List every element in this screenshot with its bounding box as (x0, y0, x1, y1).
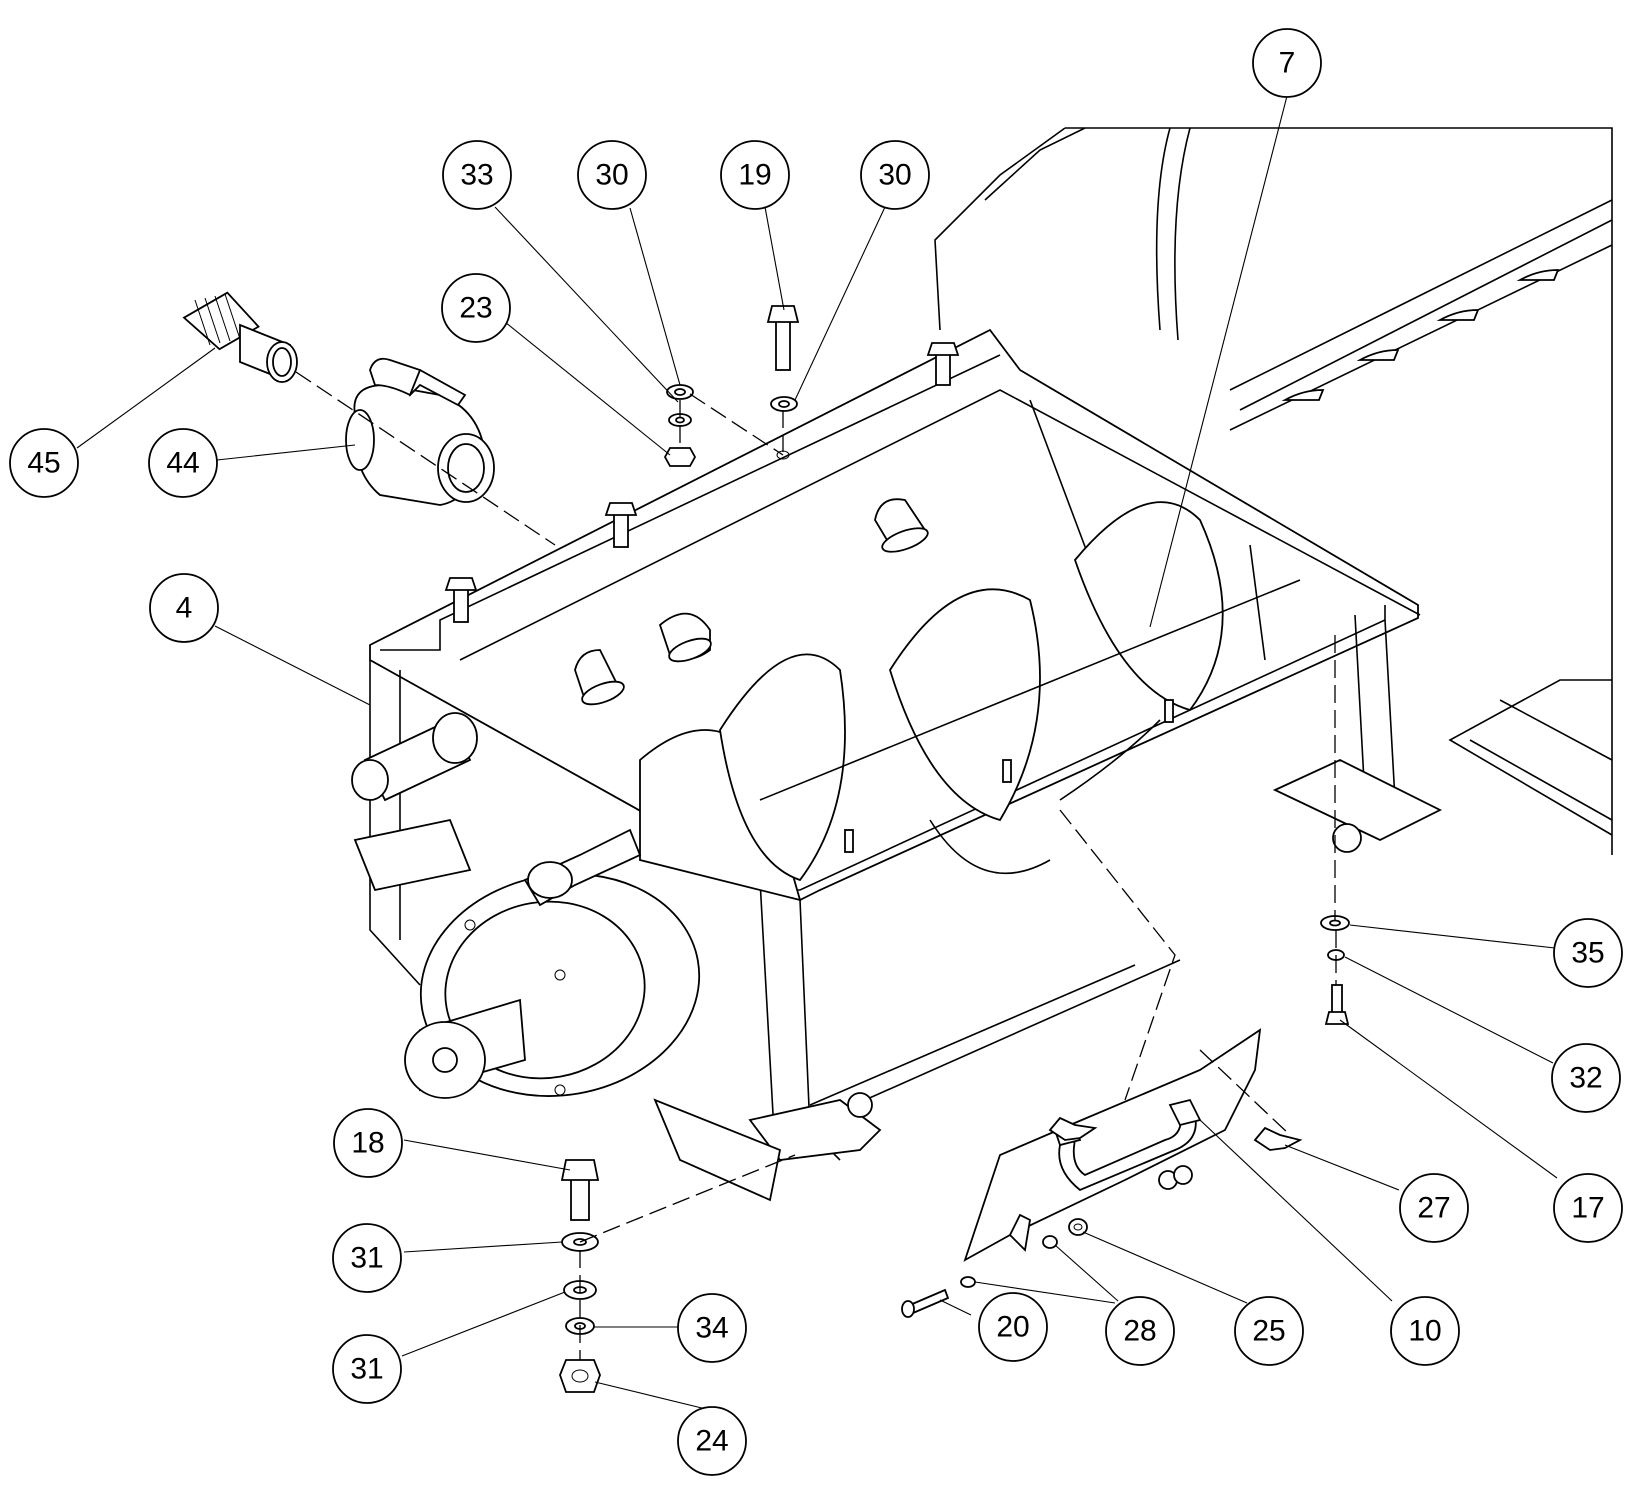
nut-24 (559, 1359, 601, 1393)
callout-7: 7 (1252, 28, 1322, 98)
washer-28 (960, 1276, 976, 1288)
svg-text:44: 44 (166, 447, 199, 480)
auger-flights (639, 501, 1301, 902)
svg-text:34: 34 (695, 1312, 728, 1345)
callout-4: 4 (149, 573, 219, 643)
callout-20: 20 (978, 1292, 1048, 1362)
svg-text:19: 19 (738, 159, 771, 192)
callout-19: 19 (720, 140, 790, 210)
shaft-stub (351, 712, 478, 802)
callout-32: 32 (1551, 1043, 1621, 1113)
callout-10: 10 (1390, 1296, 1460, 1366)
callout-25: 25 (1234, 1296, 1304, 1366)
svg-text:27: 27 (1417, 1192, 1450, 1225)
leader-lines (76, 95, 1558, 1411)
svg-text:31: 31 (350, 1242, 383, 1275)
wing-nut-cover (1048, 1116, 1098, 1141)
hose-barb (182, 291, 298, 383)
callout-45: 45 (9, 428, 79, 498)
svg-text:28: 28 (1123, 1315, 1156, 1348)
callout-33: 33 (442, 140, 512, 210)
callout-35: 35 (1553, 918, 1623, 988)
callouts: 7 33 30 19 30 23 45 44 (9, 28, 1623, 1476)
callout-23: 23 (441, 273, 511, 343)
callout-44: 44 (148, 428, 218, 498)
callout-31-upper: 31 (332, 1223, 402, 1293)
callout-30-right: 30 (860, 140, 930, 210)
inspection-cover (963, 1028, 1262, 1262)
washer-35 (1320, 915, 1350, 931)
bolt-18 (560, 1159, 600, 1221)
callout-17: 17 (1553, 1173, 1623, 1243)
callout-34: 34 (677, 1293, 747, 1363)
bearing-hub (404, 828, 701, 1099)
washer-30-right (770, 396, 798, 412)
svg-text:4: 4 (176, 592, 193, 625)
washer-30-left (666, 384, 694, 400)
callout-28: 28 (1105, 1296, 1175, 1366)
svg-text:30: 30 (878, 159, 911, 192)
svg-text:7: 7 (1279, 47, 1296, 80)
svg-text:17: 17 (1571, 1192, 1604, 1225)
conveyor-frame (934, 127, 1613, 855)
nut-23 (663, 447, 697, 467)
callout-30-left: 30 (577, 140, 647, 210)
svg-text:20: 20 (996, 1311, 1029, 1344)
svg-text:33: 33 (460, 159, 493, 192)
bolt-19 (766, 305, 800, 371)
screw-20 (901, 1288, 950, 1318)
ball-valve (345, 357, 495, 506)
svg-text:10: 10 (1408, 1315, 1441, 1348)
svg-text:24: 24 (695, 1425, 728, 1458)
washer-28b (1042, 1235, 1058, 1249)
callout-18: 18 (333, 1108, 403, 1178)
callout-27: 27 (1399, 1173, 1469, 1243)
spouts (574, 498, 929, 706)
svg-text:30: 30 (595, 159, 628, 192)
bolt-17 (1324, 984, 1350, 1025)
svg-text:45: 45 (27, 447, 60, 480)
svg-text:23: 23 (459, 292, 492, 325)
svg-text:31: 31 (350, 1353, 383, 1386)
svg-text:35: 35 (1571, 937, 1604, 970)
nut-25 (1068, 1218, 1088, 1236)
assembly-lines (295, 371, 1337, 1360)
callout-31-lower: 31 (332, 1334, 402, 1404)
callout-24: 24 (677, 1406, 747, 1476)
flange-bolts (444, 342, 1362, 1118)
svg-text:32: 32 (1569, 1062, 1602, 1095)
wing-nut-27 (1253, 1126, 1303, 1151)
svg-text:25: 25 (1252, 1315, 1285, 1348)
svg-text:18: 18 (351, 1127, 384, 1160)
